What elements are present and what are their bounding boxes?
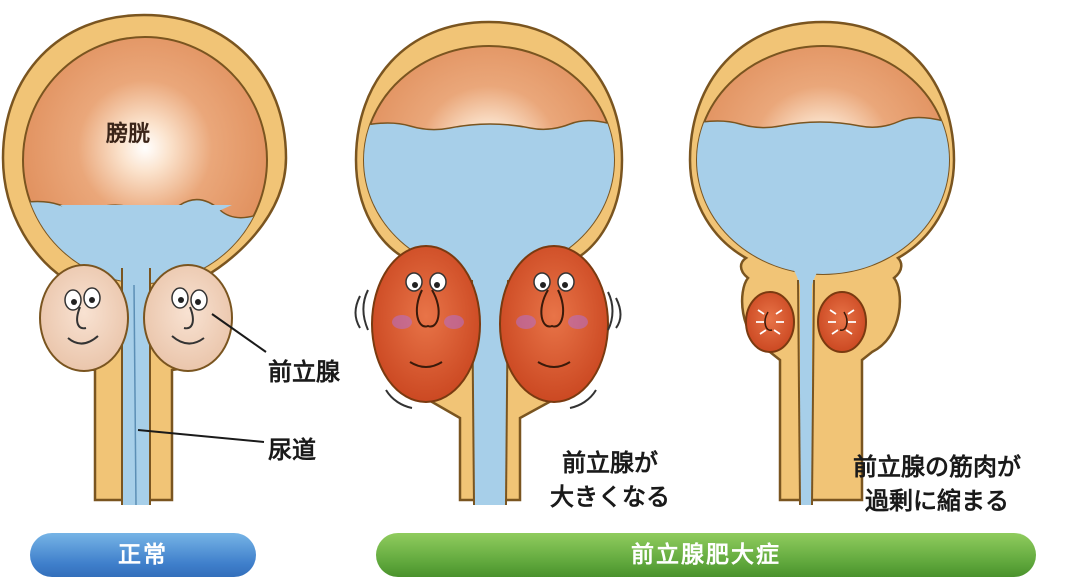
contracted-prostate-right bbox=[818, 292, 866, 352]
contracted-urine bbox=[690, 117, 960, 290]
muscle-caption-line-2: 過剰に縮まる bbox=[832, 484, 1042, 518]
bph-category-pill: 前立腺肥大症 bbox=[376, 533, 1036, 577]
muscle-caption: 前立腺の筋肉が 過剰に縮まる bbox=[832, 450, 1042, 518]
normal-prostate-left bbox=[40, 265, 128, 371]
urethra-label: 尿道 bbox=[268, 430, 316, 465]
bladder-label: 膀胱 bbox=[106, 116, 150, 148]
normal-category-pill: 正常 bbox=[30, 533, 256, 577]
enlarged-caption-line-1: 前立腺が bbox=[520, 446, 700, 480]
enlarged-caption-line-2: 大きくなる bbox=[520, 480, 700, 514]
contracted-prostate-left bbox=[746, 292, 794, 352]
prostate-label: 前立腺 bbox=[268, 352, 340, 387]
enlarged-prostate-left bbox=[356, 246, 481, 408]
enlarged-caption: 前立腺が 大きくなる bbox=[520, 446, 700, 514]
contracted-diagram bbox=[690, 22, 960, 505]
enlarged-diagram bbox=[356, 22, 623, 505]
muscle-caption-line-1: 前立腺の筋肉が bbox=[832, 450, 1042, 484]
normal-diagram bbox=[3, 15, 286, 505]
enlarged-prostate-right bbox=[500, 246, 621, 408]
